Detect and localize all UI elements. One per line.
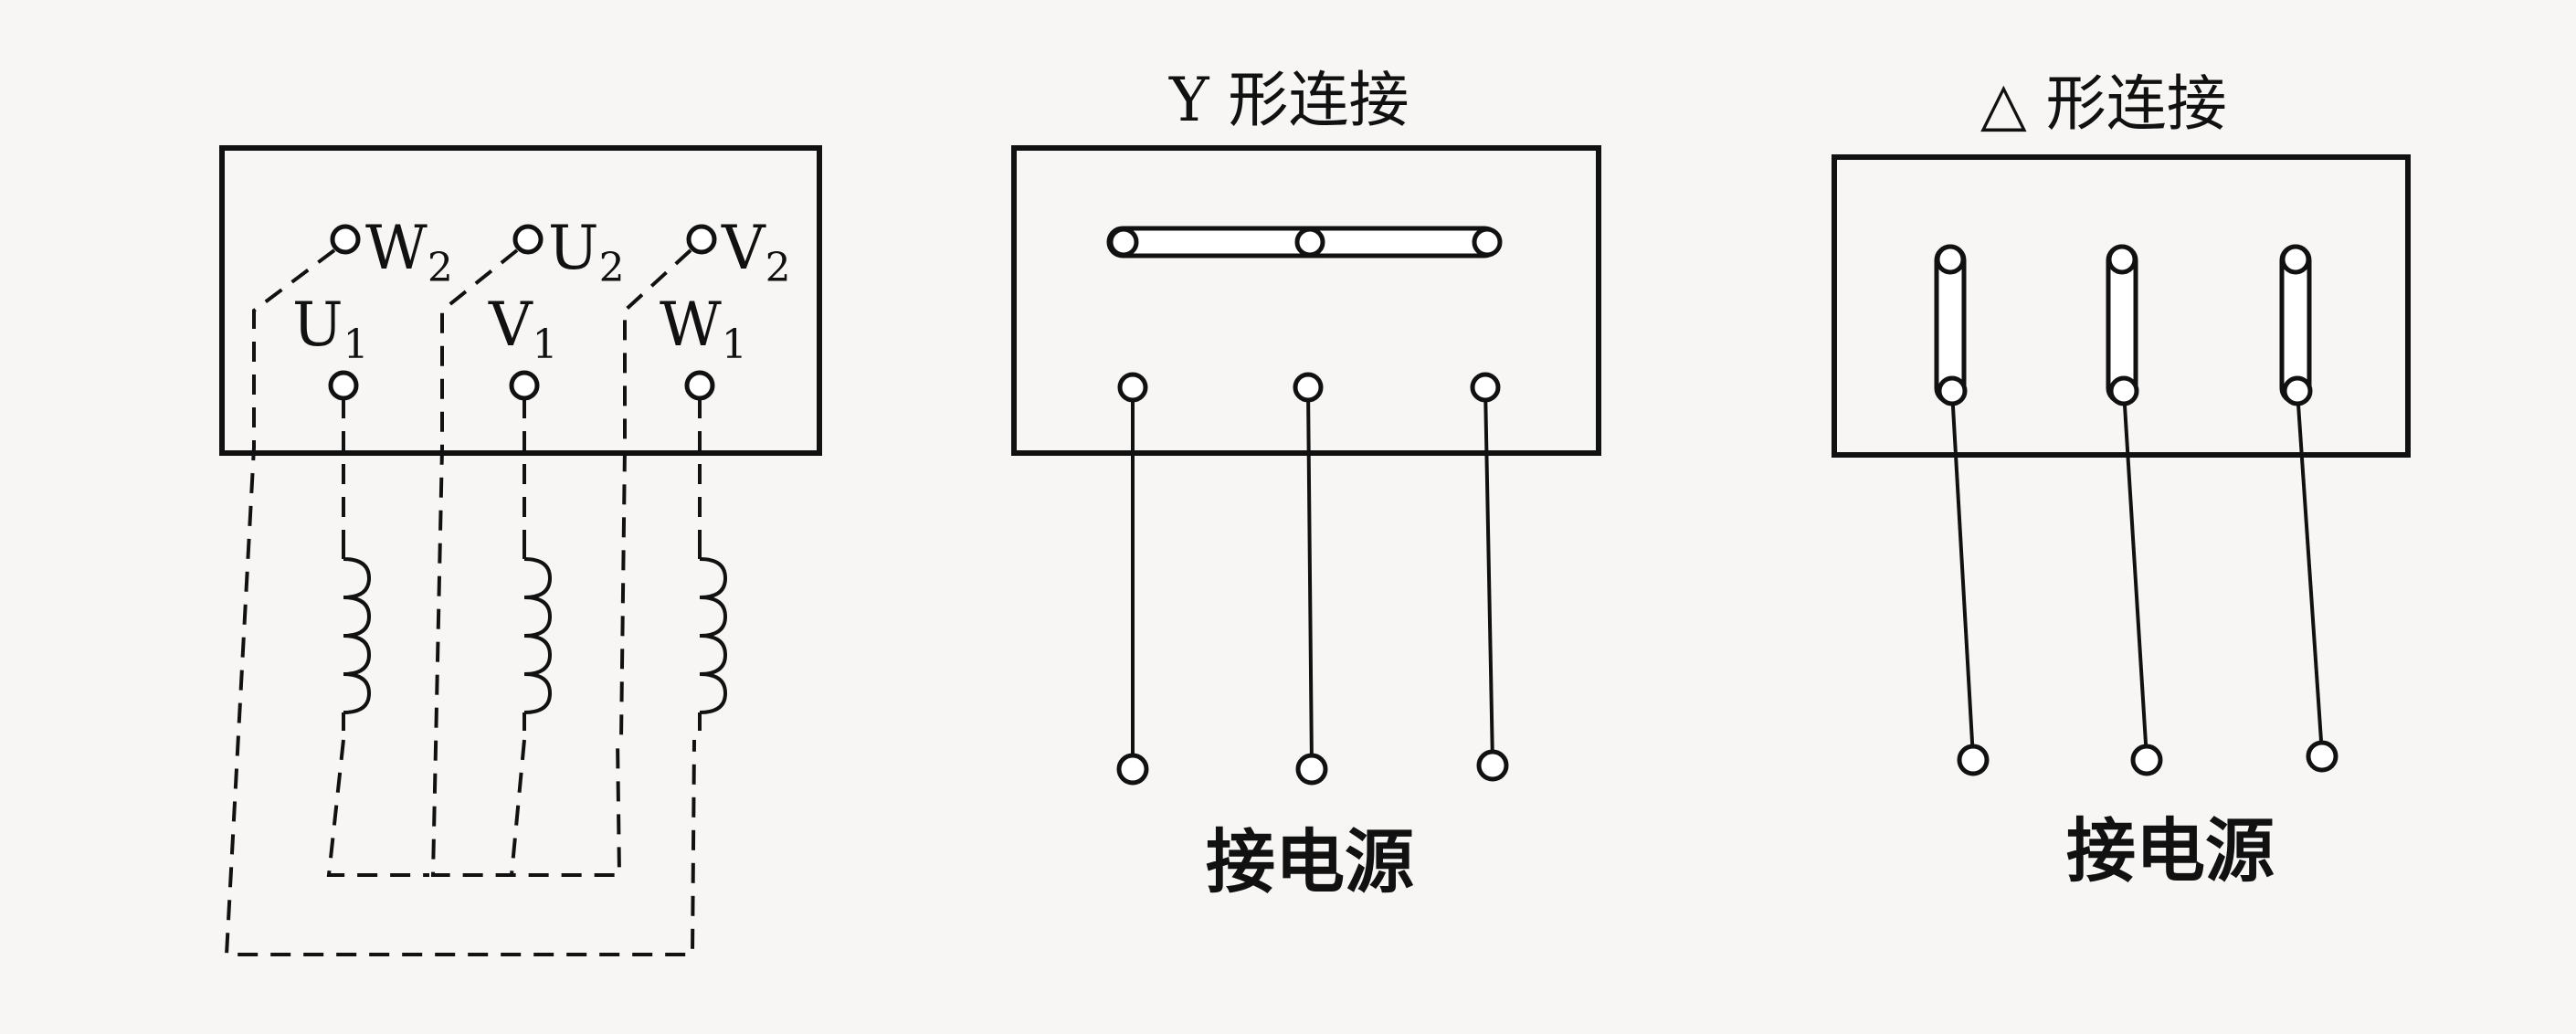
- delta-top-terminal-1: [1935, 244, 1966, 275]
- delta-lead-1: [1950, 390, 1975, 759]
- delta-top-terminal-3: [2280, 244, 2311, 275]
- delta-top-terminal-2: [2106, 244, 2138, 275]
- delta-bottom-terminal-1: [1937, 375, 1968, 406]
- y-lead-2: [1306, 386, 1314, 768]
- label-v1: V1: [488, 290, 558, 368]
- terminal-w2: W2: [330, 213, 453, 291]
- y-bottom-terminal-1: [1117, 372, 1148, 403]
- delta-bottom-terminal-2: [2108, 375, 2139, 406]
- y-supply-terminal-1: [1116, 753, 1149, 786]
- delta-power-caption: 接电源: [2066, 810, 2275, 892]
- terminal-u1: [328, 370, 359, 401]
- svg-text:V2: V2: [721, 213, 791, 291]
- delta-terminal-box: [1832, 154, 2411, 458]
- delta-connection-title: △ 形连接: [1980, 69, 2227, 139]
- y-connection-panel: Y 形连接 接电源: [1011, 65, 1601, 902]
- y-lead-3: [1483, 386, 1494, 765]
- terminal-block-panel: W2 U2 V2 U1 V1 W1: [219, 145, 822, 956]
- terminal-v2: V2: [686, 213, 791, 291]
- y-terminal-box: [1011, 145, 1601, 456]
- winding-u: [342, 548, 372, 731]
- winding-v: [523, 548, 553, 731]
- label-w1: W1: [660, 290, 747, 368]
- y-connection-title: Y 形连接: [1168, 65, 1409, 135]
- delta-lead-2: [2122, 390, 2148, 759]
- terminal-u2: U2: [512, 213, 625, 291]
- dashed-wiring: [224, 248, 702, 956]
- delta-supply-terminal-2: [2130, 744, 2163, 776]
- y-supply-terminal-2: [1295, 753, 1328, 786]
- terminal-box: [219, 145, 822, 456]
- delta-supply-terminal-1: [1957, 744, 1990, 776]
- y-power-caption: 接电源: [1206, 821, 1414, 902]
- svg-text:U2: U2: [548, 213, 625, 291]
- delta-supply-terminal-3: [2306, 740, 2338, 773]
- terminal-v1: [509, 370, 540, 401]
- label-u1: U1: [292, 290, 369, 368]
- delta-bottom-terminal-3: [2282, 375, 2313, 406]
- delta-connection-panel: △ 形连接 接电源: [1832, 69, 2411, 892]
- terminal-w1: [684, 370, 715, 401]
- svg-text:W2: W2: [365, 213, 453, 291]
- y-bottom-terminal-2: [1293, 372, 1324, 403]
- delta-lead-3: [2296, 390, 2324, 755]
- y-top-terminal-1: [1108, 227, 1139, 258]
- y-bottom-terminal-3: [1470, 372, 1501, 403]
- y-supply-terminal-3: [1476, 749, 1509, 782]
- y-top-terminal-2: [1294, 227, 1325, 258]
- y-top-terminal-3: [1472, 227, 1503, 258]
- winding-w: [698, 548, 728, 731]
